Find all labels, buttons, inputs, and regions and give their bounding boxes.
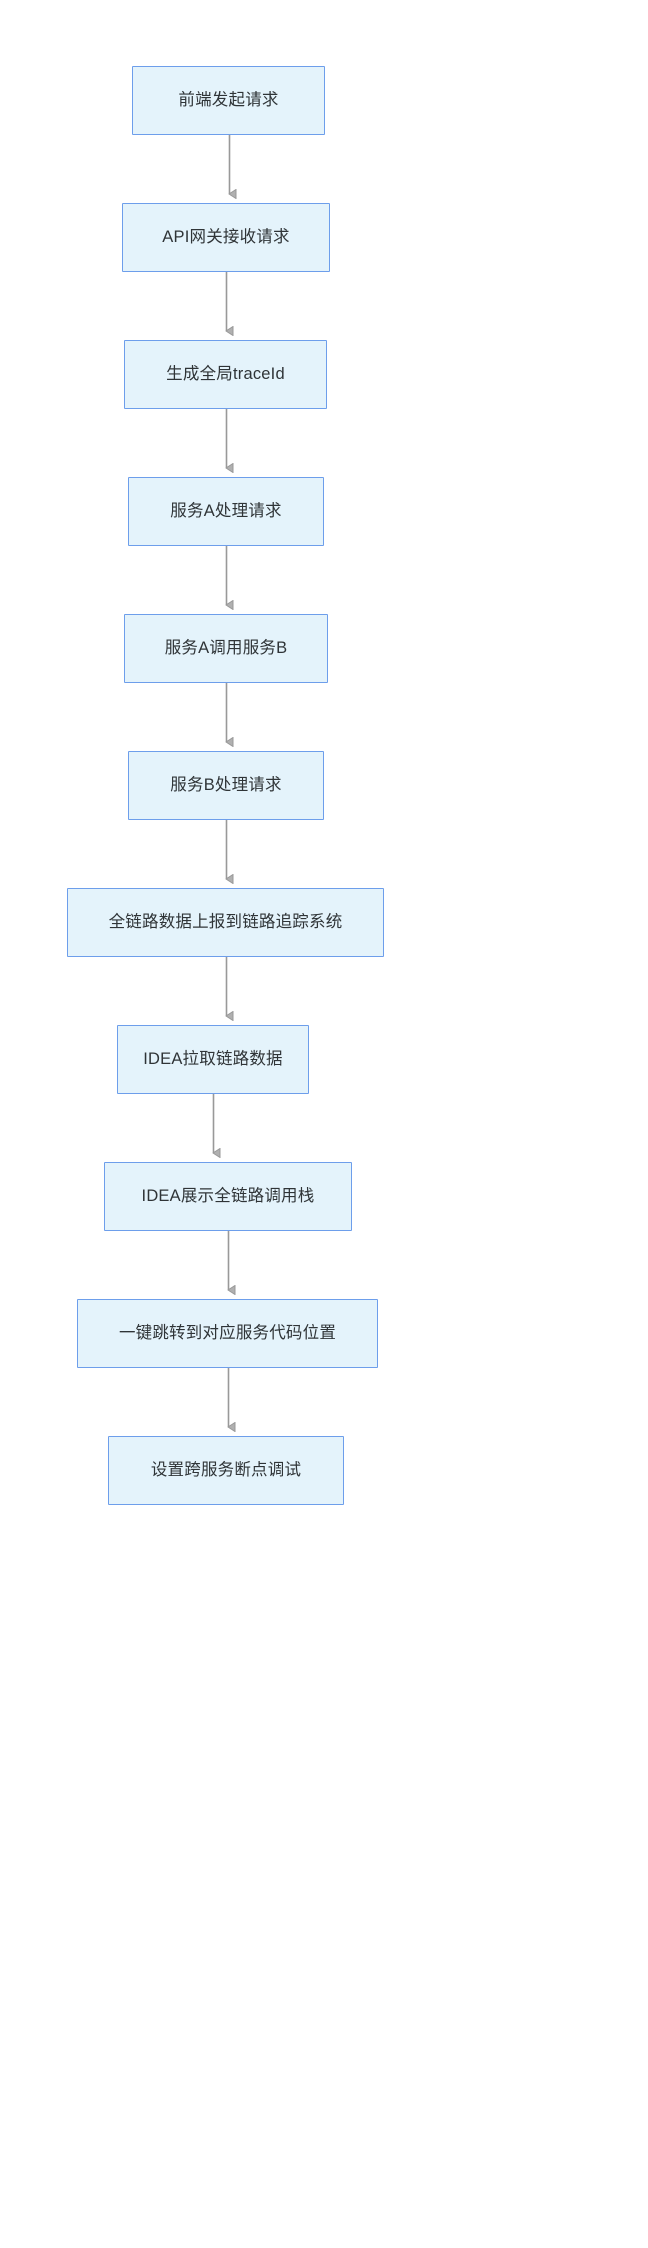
flow-node-label: IDEA拉取链路数据 bbox=[143, 1049, 283, 1068]
flow-node-label: 服务A处理请求 bbox=[170, 501, 282, 520]
flow-node-label: 服务B处理请求 bbox=[170, 775, 282, 794]
flow-node-label: 设置跨服务断点调试 bbox=[150, 1460, 302, 1479]
flow-node-label: 全链路数据上报到链路追踪系统 bbox=[108, 912, 343, 931]
flow-node-n5[interactable]: 服务A调用服务B bbox=[124, 614, 328, 683]
flow-node-n8[interactable]: IDEA拉取链路数据 bbox=[117, 1025, 309, 1094]
flow-node-n11[interactable]: 设置跨服务断点调试 bbox=[108, 1436, 344, 1505]
flow-node-n1[interactable]: 前端发起请求 bbox=[132, 66, 325, 135]
flow-node-n9[interactable]: IDEA展示全链路调用栈 bbox=[104, 1162, 352, 1231]
flow-node-label: API网关接收请求 bbox=[162, 227, 290, 246]
flow-node-label: 一键跳转到对应服务代码位置 bbox=[118, 1323, 337, 1342]
flow-node-n3[interactable]: 生成全局traceId bbox=[124, 340, 327, 409]
flow-node-n7[interactable]: 全链路数据上报到链路追踪系统 bbox=[67, 888, 384, 957]
flow-node-n6[interactable]: 服务B处理请求 bbox=[128, 751, 324, 820]
flow-node-label: IDEA展示全链路调用栈 bbox=[141, 1186, 315, 1205]
flow-node-n2[interactable]: API网关接收请求 bbox=[122, 203, 330, 272]
flow-node-label: 生成全局traceId bbox=[166, 364, 285, 383]
flow-node-label: 前端发起请求 bbox=[178, 90, 279, 109]
flow-node-label: 服务A调用服务B bbox=[164, 638, 288, 657]
flow-node-n4[interactable]: 服务A处理请求 bbox=[128, 477, 324, 546]
flow-node-n10[interactable]: 一键跳转到对应服务代码位置 bbox=[77, 1299, 378, 1368]
